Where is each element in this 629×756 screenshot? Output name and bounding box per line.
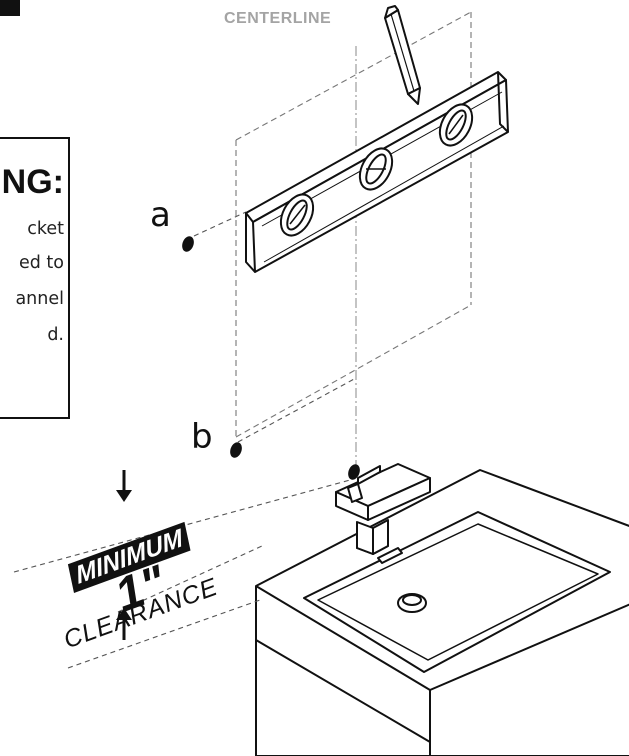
warning-title: NG: [1,163,64,201]
mounting-outline [235,11,472,438]
warning-line: annel [15,289,64,309]
faucet [335,463,431,555]
point-guides [193,211,357,443]
point-a-label: a [150,195,171,235]
spirit-level [245,71,509,273]
clearance-arrows [116,470,132,640]
point-a-dot [182,236,194,252]
centerline-label: CENTERLINE [224,10,332,27]
point-b-dot [230,442,242,458]
pencil [384,5,421,105]
warning-line: d. [47,325,64,345]
warning-line: ed to [18,253,64,273]
warning-box: NG: cket ed to annel d. [0,137,70,419]
sink-vanity [255,469,629,756]
corner-tab [0,0,20,16]
warning-line: cket [27,219,64,239]
point-b-label: b [191,417,213,457]
point-c-dot [348,464,360,480]
